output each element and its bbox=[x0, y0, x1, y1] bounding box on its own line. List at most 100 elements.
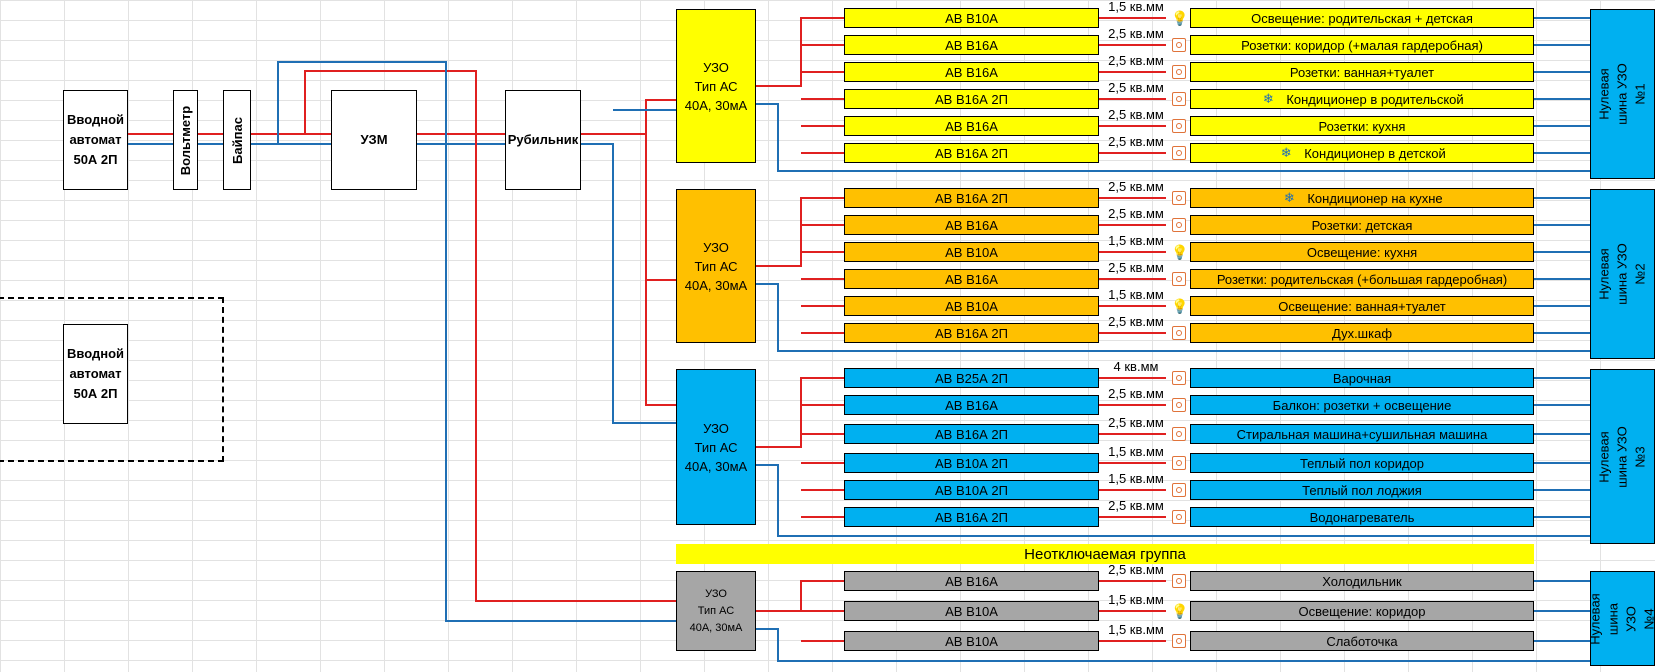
socket-icon bbox=[1172, 326, 1186, 340]
circuit-name-text: Розетки: детская bbox=[1311, 217, 1413, 233]
socket-icon bbox=[1172, 218, 1186, 232]
circuit-breaker: АВ В16А 2П bbox=[844, 323, 1099, 343]
circuit-name: Освещение: ванная+туалет bbox=[1190, 296, 1534, 316]
circuit-breaker: АВ В16А bbox=[844, 571, 1099, 591]
snowflake-icon: ❄ bbox=[1280, 145, 1292, 160]
circuit-breaker: АВ В16А 2П bbox=[844, 424, 1099, 444]
socket-icon bbox=[1172, 38, 1186, 52]
wire-section-label: 2,5 кв.мм bbox=[1108, 26, 1164, 41]
lamp-icon: 💡 bbox=[1171, 244, 1189, 260]
circuit-name: Слаботочка bbox=[1190, 631, 1534, 651]
circuit-breaker: АВ В16А 2П bbox=[844, 89, 1099, 109]
circuit-name: Дух.шкаф bbox=[1190, 323, 1534, 343]
lamp-icon: 💡 bbox=[1171, 10, 1189, 26]
wire-section-label: 1,5 кв.мм bbox=[1108, 233, 1164, 248]
group-live bbox=[756, 197, 844, 267]
circuit-name: Освещение: коридор bbox=[1190, 601, 1534, 621]
neutral-bus: Нулевая шина УЗО №2 bbox=[1590, 189, 1655, 359]
wire-section-label: 2,5 кв.мм bbox=[1108, 53, 1164, 68]
wire-section-label: 1,5 кв.мм bbox=[1108, 622, 1164, 637]
socket-icon bbox=[1172, 456, 1186, 470]
wire-section-label: 2,5 кв.мм bbox=[1108, 134, 1164, 149]
circuit-breaker: АВ В16А 2П bbox=[844, 507, 1099, 527]
uncut-group-banner: Неотключаемая группа bbox=[676, 544, 1534, 564]
circuit-name-text: Дух.шкаф bbox=[1331, 325, 1393, 341]
neutral-bus: Нулевая шина УЗО №1 bbox=[1590, 9, 1655, 179]
circuit-name-text: Холодильник bbox=[1322, 573, 1402, 589]
circuit-breaker: АВ В10А bbox=[844, 296, 1099, 316]
circuit-name-text: Теплый пол лоджия bbox=[1302, 482, 1422, 498]
circuit-name-text: Кондиционер на кухне bbox=[1307, 190, 1443, 206]
circuit-name: ❄ Кондиционер в детской bbox=[1190, 143, 1534, 163]
circuit-name-text: Водонагреватель bbox=[1309, 509, 1415, 525]
group-live bbox=[756, 580, 844, 612]
wire-section-label: 1,5 кв.мм bbox=[1108, 0, 1164, 14]
snowflake-icon: ❄ bbox=[1262, 91, 1274, 106]
circuit-name: Теплый пол коридор bbox=[1190, 453, 1534, 473]
socket-icon bbox=[1172, 427, 1186, 441]
circuit-name: Водонагреватель bbox=[1190, 507, 1534, 527]
reserve-main-breaker: Вводной автомат 50А 2П bbox=[63, 324, 128, 424]
reserve-area-frame bbox=[0, 297, 224, 462]
main-breaker: Вводной автомат 50А 2П bbox=[63, 90, 128, 190]
circuit-breaker: АВ В10А 2П bbox=[844, 480, 1099, 500]
wire-section-label: 1,5 кв.мм bbox=[1108, 471, 1164, 486]
socket-icon bbox=[1172, 191, 1186, 205]
circuit-name: Розетки: кухня bbox=[1190, 116, 1534, 136]
circuit-name-text: Освещение: ванная+туалет bbox=[1278, 298, 1446, 314]
socket-icon bbox=[1172, 272, 1186, 286]
circuit-name: Холодильник bbox=[1190, 571, 1534, 591]
circuit-name: Балкон: розетки + освещение bbox=[1190, 395, 1534, 415]
wire-section-label: 2,5 кв.мм bbox=[1108, 562, 1164, 577]
bypass-switch: Байпас bbox=[223, 90, 251, 190]
wire-section-label: 2,5 кв.мм bbox=[1108, 498, 1164, 513]
wire-section-label: 4 кв.мм bbox=[1113, 359, 1159, 374]
wire-section-label: 2,5 кв.мм bbox=[1108, 206, 1164, 221]
wire-section-label: 2,5 кв.мм bbox=[1108, 386, 1164, 401]
circuit-name: Стиральная машина+сушильная машина bbox=[1190, 424, 1534, 444]
circuit-name: Варочная bbox=[1190, 368, 1534, 388]
circuit-name-text: Освещение: коридор bbox=[1298, 603, 1426, 619]
rcd-device: УЗО Тип АС 40А, 30мА bbox=[676, 571, 756, 651]
circuit-name-text: Кондиционер в детской bbox=[1304, 145, 1446, 161]
wire-section-label: 1,5 кв.мм bbox=[1108, 287, 1164, 302]
wire-section-label: 2,5 кв.мм bbox=[1108, 179, 1164, 194]
main-switch: Рубильник bbox=[505, 90, 581, 190]
circuit-breaker: АВ В16А bbox=[844, 269, 1099, 289]
circuit-breaker: АВ В16А bbox=[844, 35, 1099, 55]
circuit-breaker: АВ В16А bbox=[844, 395, 1099, 415]
neutral-bus: Нулевая шина УЗО №4 bbox=[1588, 571, 1655, 666]
socket-icon bbox=[1172, 634, 1186, 648]
circuit-breaker: АВ В16А 2П bbox=[844, 188, 1099, 208]
circuit-breaker: АВ В10А bbox=[844, 601, 1099, 621]
circuit-name-text: Слаботочка bbox=[1326, 633, 1398, 649]
circuit-breaker: АВ В16А bbox=[844, 62, 1099, 82]
circuit-name-text: Розетки: ванная+туалет bbox=[1289, 64, 1435, 80]
socket-icon bbox=[1172, 398, 1186, 412]
circuit-breaker: АВ В10А bbox=[844, 8, 1099, 28]
circuit-breaker: АВ В10А bbox=[844, 242, 1099, 262]
circuit-name: Розетки: детская bbox=[1190, 215, 1534, 235]
snowflake-icon: ❄ bbox=[1283, 190, 1295, 205]
socket-icon bbox=[1172, 510, 1186, 524]
rcd-device: УЗО Тип АС 40А, 30мА bbox=[676, 189, 756, 343]
circuit-name-text: Варочная bbox=[1332, 370, 1392, 386]
circuit-name: ❄Кондиционер в родительской bbox=[1190, 89, 1534, 109]
circuit-name-text: Розетки: родительская (+большая гардероб… bbox=[1216, 271, 1508, 287]
circuit-name-text: Розетки: кухня bbox=[1318, 118, 1406, 134]
lamp-icon: 💡 bbox=[1171, 298, 1189, 314]
socket-icon bbox=[1172, 146, 1186, 160]
circuit-name-text: Теплый пол коридор bbox=[1299, 455, 1425, 471]
circuit-name: Розетки: ванная+туалет bbox=[1190, 62, 1534, 82]
circuit-breaker: АВ В10А bbox=[844, 631, 1099, 651]
lamp-icon: 💡 bbox=[1171, 603, 1189, 619]
circuit-name-text: Освещение: родительская + детская bbox=[1251, 10, 1473, 26]
circuit-breaker: АВ В25А 2П bbox=[844, 368, 1099, 388]
group-live bbox=[756, 17, 844, 87]
wire-section-label: 2,5 кв.мм bbox=[1108, 107, 1164, 122]
neutral-bus: Нулевая шина УЗО №3 bbox=[1590, 369, 1655, 544]
circuit-breaker: АВ В16А bbox=[844, 116, 1099, 136]
wire-section-label: 2,5 кв.мм bbox=[1108, 260, 1164, 275]
circuit-name-text: Балкон: розетки + освещение bbox=[1272, 397, 1452, 413]
circuit-name: Освещение: кухня bbox=[1190, 242, 1534, 262]
